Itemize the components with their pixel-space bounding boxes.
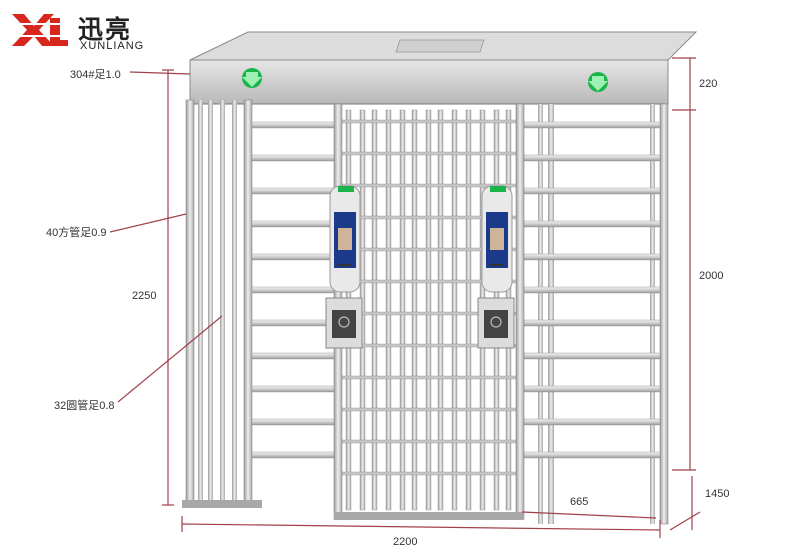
left-arm (251, 286, 337, 294)
rotor-arm (341, 375, 517, 380)
right-arm (523, 286, 661, 294)
round-tube-label: 32圆管足0.8 (54, 400, 115, 412)
right-arm (523, 352, 661, 360)
rotor-span-label: 665 (570, 496, 589, 508)
left-frame (182, 99, 262, 508)
right-arms (523, 121, 661, 459)
rotor-bar (411, 109, 418, 511)
left-arm (251, 451, 337, 459)
face-terminal-icon (329, 185, 361, 293)
brand-name-en: XUNLIANG (80, 40, 145, 52)
rotor-bar (437, 109, 444, 511)
rotor-bar (385, 109, 392, 511)
left-arm (251, 253, 337, 261)
rotor-bar (425, 109, 432, 511)
left-arm (251, 154, 337, 162)
left-arm (251, 352, 337, 360)
xl-logo-mark-icon (10, 14, 68, 46)
card-reader-icon (477, 297, 515, 349)
right-arm (523, 385, 661, 393)
depth-label: 1450 (705, 488, 730, 500)
rotor-arm (341, 151, 517, 156)
rotor-bar (399, 109, 406, 511)
right-arm (523, 187, 661, 195)
top-material-label: 304#足1.0 (70, 69, 121, 81)
right-arm (523, 154, 661, 162)
down-arrow-green-icon (588, 72, 608, 92)
left-arm (251, 418, 337, 426)
left-arms (251, 121, 337, 459)
rotor-arm (341, 119, 517, 124)
right-arm (523, 418, 661, 426)
left-arm (251, 319, 337, 327)
card-reader-icon (325, 297, 363, 349)
left-arm (251, 187, 337, 195)
passage-height-label: 2000 (699, 270, 724, 282)
left-arm (251, 220, 337, 228)
rotor-bar (465, 109, 472, 511)
total-height-label: 2250 (132, 290, 157, 302)
right-frame (538, 103, 669, 525)
left-arm (251, 121, 337, 129)
rotor-arm (341, 439, 517, 444)
right-arm (523, 220, 661, 228)
brand-name-cn: 迅亮 (78, 15, 133, 44)
dimension-lines (109, 57, 701, 538)
right-arm (523, 121, 661, 129)
width-label: 2200 (393, 536, 418, 548)
down-arrow-green-icon (242, 68, 262, 88)
rotor-arm (341, 471, 517, 476)
rotor-arm (341, 407, 517, 412)
square-tube-label: 40方管足0.9 (46, 227, 107, 239)
right-arm (523, 253, 661, 261)
face-terminal-icon (481, 185, 513, 293)
right-arm (523, 451, 661, 459)
right-arm (523, 319, 661, 327)
rotor-bar (371, 109, 378, 511)
top-beam-height-label: 220 (699, 78, 718, 90)
brand-logo: 迅亮 XUNLIANG (10, 10, 200, 54)
rotor-bar (451, 109, 458, 511)
left-arm (251, 385, 337, 393)
